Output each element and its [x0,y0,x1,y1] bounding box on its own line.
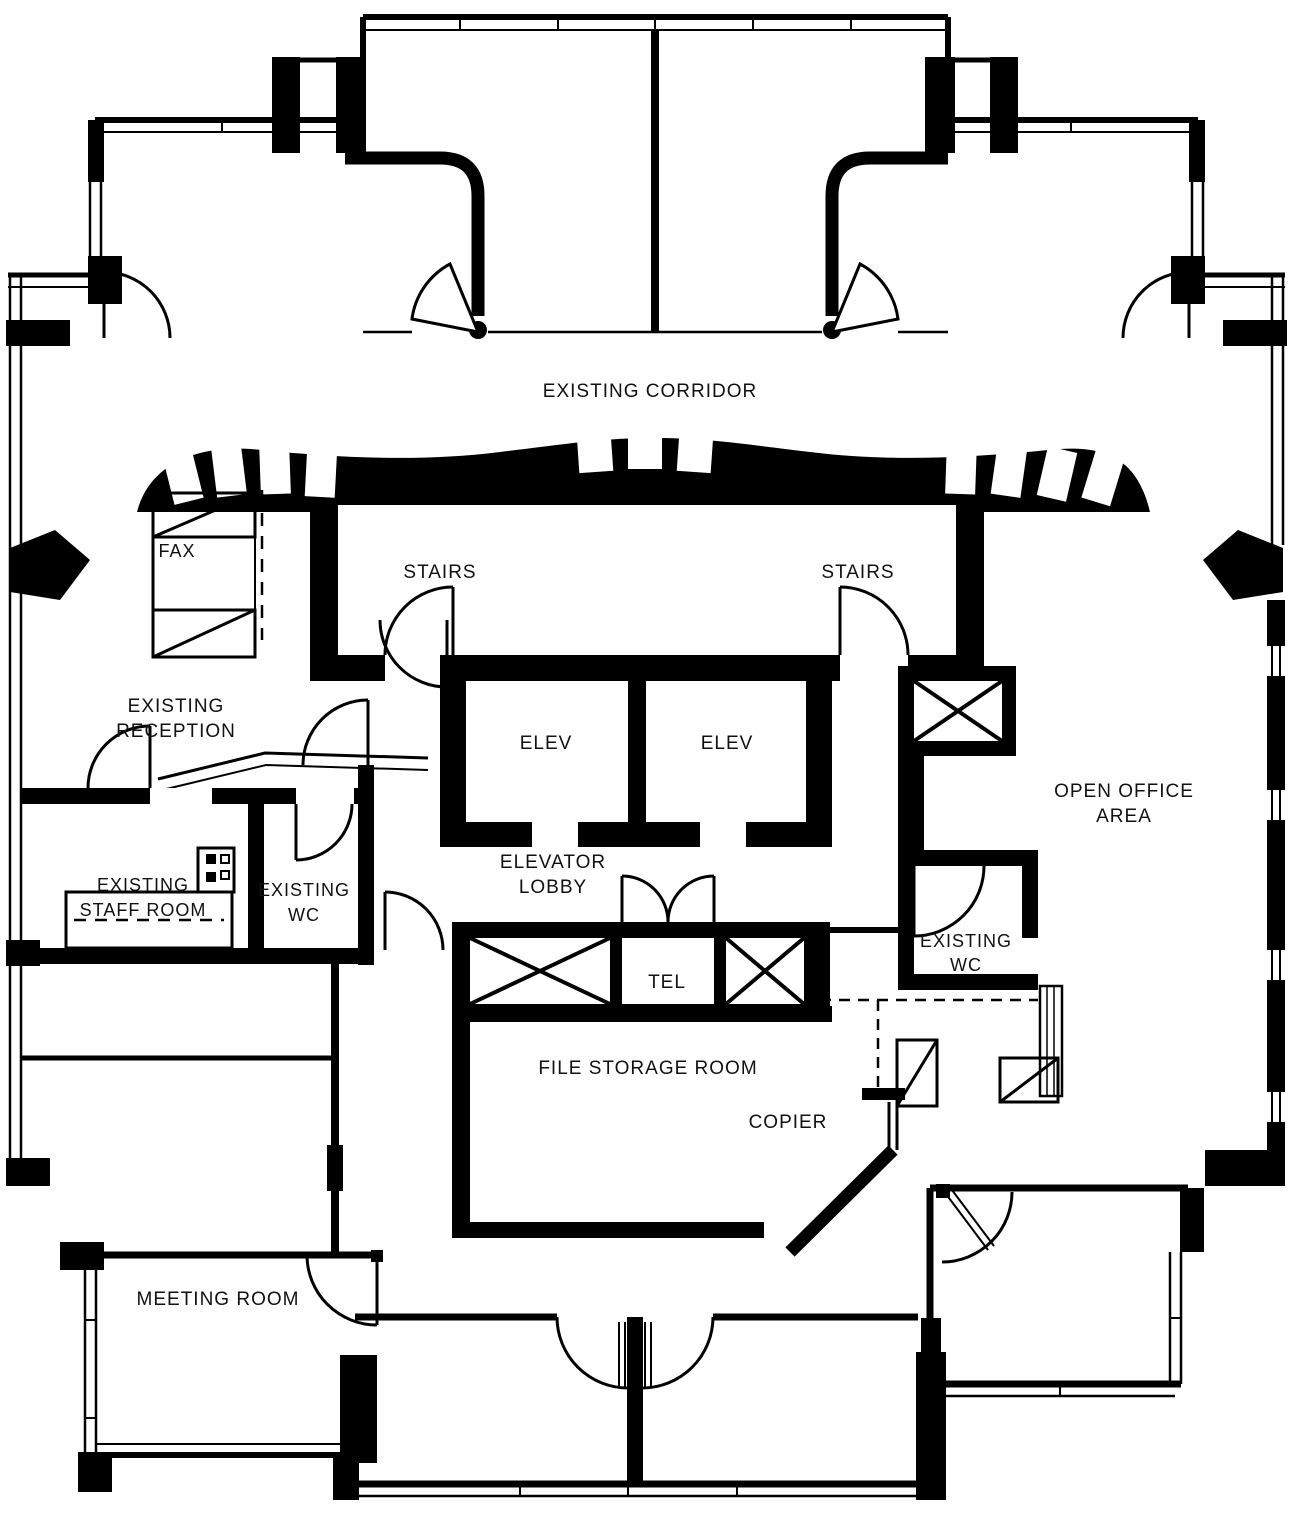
right-exterior-wall [1198,272,1287,1186]
label-staff-room-line2: STAFF ROOM [80,900,207,920]
stair-tread-marks [162,431,1125,507]
room-wc-right [898,850,1038,990]
fax-area [151,490,264,659]
label-file-storage-room: FILE STORAGE ROOM [538,1058,757,1079]
elevator-core [440,655,832,847]
label-open-office-line2: AREA [1096,806,1152,827]
label-open-office-line1: OPEN OFFICE [1054,781,1194,802]
label-elev-left: ELEV [520,733,573,754]
upper-left-room [88,117,345,339]
label-existing-corridor: EXISTING CORRIDOR [543,381,757,402]
label-elevator-lobby-line1: ELEVATOR [500,852,606,873]
label-meeting-room: MEETING ROOM [137,1289,300,1310]
bottom-center-rooms [333,1313,946,1500]
label-wc-right-line2: WC [950,955,982,975]
room-staff-and-wc-left [20,724,374,965]
label-copier: COPIER [749,1112,828,1133]
room-file-storage [452,1006,899,1257]
copier-equipment [820,984,1064,1108]
left-exterior-wall [6,272,95,1186]
tel-shaft-row [452,922,830,1020]
label-wc-left-line2: WC [288,905,320,925]
label-reception-line2: RECEPTION [116,721,236,742]
label-fax: FAX [158,541,195,561]
stair-doors [383,585,910,656]
room-stairs [310,505,984,681]
label-staff-room-line1: EXISTING [97,875,189,895]
label-stairs-right: STAIRS [821,562,894,583]
bottom-right-room [921,1184,1204,1398]
label-elevator-lobby-line2: LOBBY [519,877,587,898]
top-center-rooms [272,14,1018,339]
label-wc-right-line1: EXISTING [920,931,1012,951]
tel-double-doors [620,874,716,923]
shaft-x-icon [898,666,1016,855]
upper-right-room [948,117,1205,339]
label-tel: TEL [648,972,686,993]
label-stairs-left: STAIRS [403,562,476,583]
label-reception-line1: EXISTING [128,696,225,717]
label-elev-right: ELEV [701,733,754,754]
label-wc-left-line1: EXISTING [258,880,350,900]
left-lower-rooms [21,963,343,1255]
core-curved-wall-band [137,431,1150,655]
room-meeting [60,1242,383,1492]
lobby-sw-door [383,890,445,951]
